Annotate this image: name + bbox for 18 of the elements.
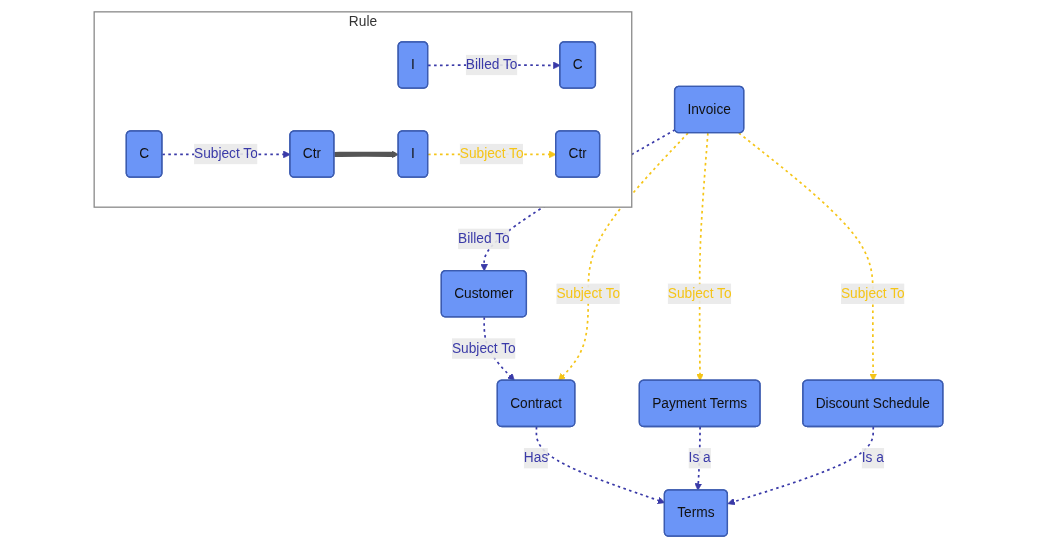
edge-label: Subject To (840, 285, 905, 301)
edge-label: Subject To (451, 340, 516, 356)
arrow (483, 316, 515, 381)
edge-label: Subject To (667, 285, 732, 301)
arrow (696, 132, 709, 381)
arrow (334, 150, 399, 159)
edge-label: Billed To (458, 231, 510, 246)
edge-label: Subject To (556, 285, 621, 301)
edge-label: Is a (861, 450, 884, 466)
arrow (558, 132, 689, 381)
arrow (727, 426, 875, 506)
arrow (738, 132, 877, 381)
edge-label: Has (523, 450, 549, 466)
edge-label: Billed To (465, 57, 518, 72)
arrow (694, 426, 703, 491)
edge-label: Subject To (459, 146, 524, 161)
edge-label: Subject To (194, 146, 258, 161)
edge-label: Is a (688, 450, 711, 466)
